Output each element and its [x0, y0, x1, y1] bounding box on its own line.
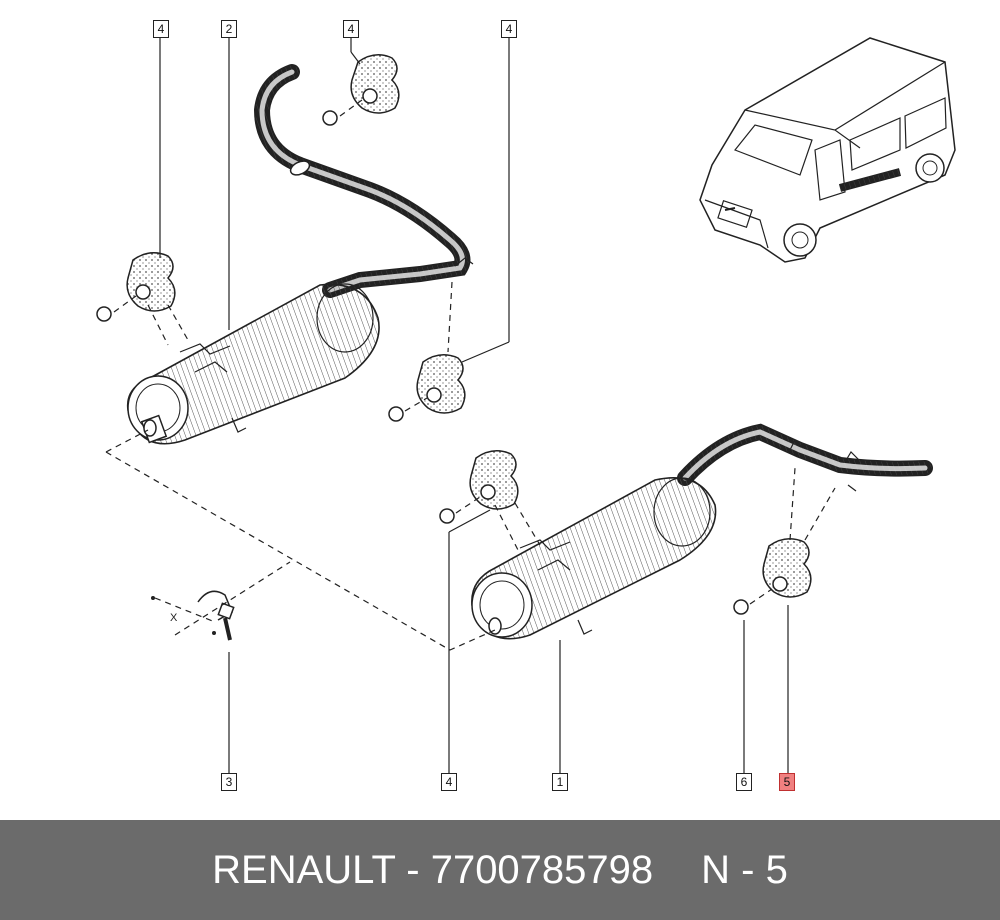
clamp — [151, 590, 235, 641]
van-illustration — [699, 37, 956, 263]
rubber-mount-lower-left — [439, 450, 541, 551]
footer-reference: N - 5 — [701, 847, 788, 892]
footer-bar: RENAULT - 7700785798 N - 5 — [0, 820, 1000, 920]
silencer-lower — [471, 423, 933, 640]
silencer-upper — [126, 283, 380, 445]
rubber-mount-lower-right — [733, 467, 836, 615]
callout-4-bottom: 4 — [441, 773, 457, 791]
exhaust-diagram — [96, 36, 956, 773]
callout-4-top-right: 4 — [501, 20, 517, 38]
callout-1: 1 — [552, 773, 568, 791]
callout-4-top-center: 4 — [343, 20, 359, 38]
leader-lines — [105, 36, 789, 773]
rubber-mount-mid — [388, 281, 466, 422]
callout-6: 6 — [736, 773, 752, 791]
callout-3: 3 — [221, 773, 237, 791]
callout-2: 2 — [221, 20, 237, 38]
callout-5-highlighted: 5 — [779, 773, 795, 791]
intermediate-pipe-upper — [253, 64, 474, 298]
rubber-mount-top — [322, 54, 400, 126]
footer-brand-part-number: RENAULT - 7700785798 — [212, 847, 654, 892]
x-marker-label: X — [170, 612, 178, 624]
callout-4-top-left: 4 — [153, 20, 169, 38]
rubber-mount-left — [96, 252, 189, 346]
